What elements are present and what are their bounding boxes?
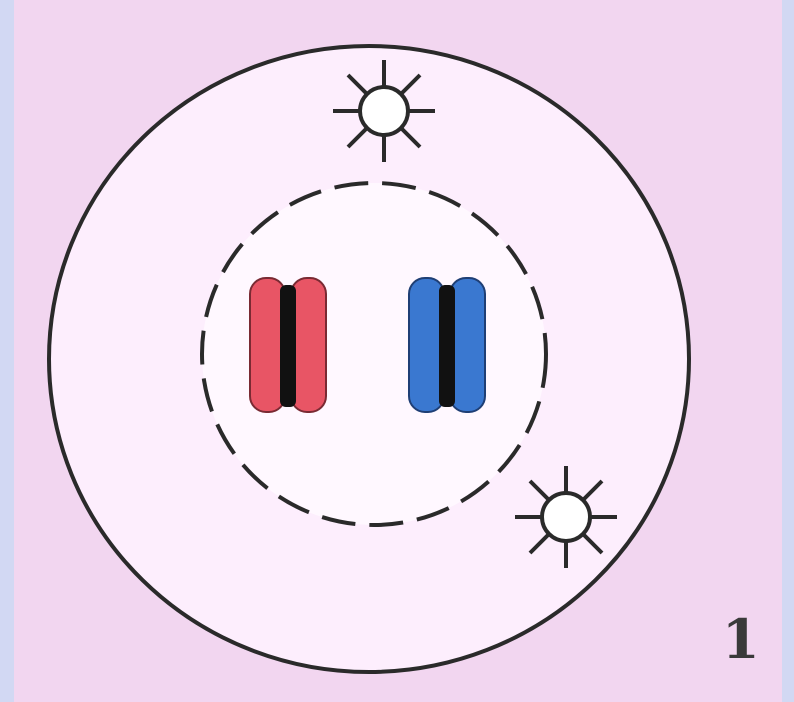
chromatid-red-right xyxy=(291,278,326,412)
right-edge-tint xyxy=(782,0,794,702)
chromosome-red xyxy=(250,278,326,412)
chromosome-blue xyxy=(409,278,485,412)
centromere-blue xyxy=(439,285,455,407)
chromatid-blue-right xyxy=(450,278,485,412)
chromatid-blue-left xyxy=(409,278,444,412)
centrosome-top xyxy=(333,60,435,162)
panel-label: 1 xyxy=(722,607,760,671)
centrosome-bottom xyxy=(515,466,617,568)
left-edge-tint xyxy=(0,0,14,702)
chromatid-red-left xyxy=(250,278,285,412)
centromere-red xyxy=(280,285,296,407)
